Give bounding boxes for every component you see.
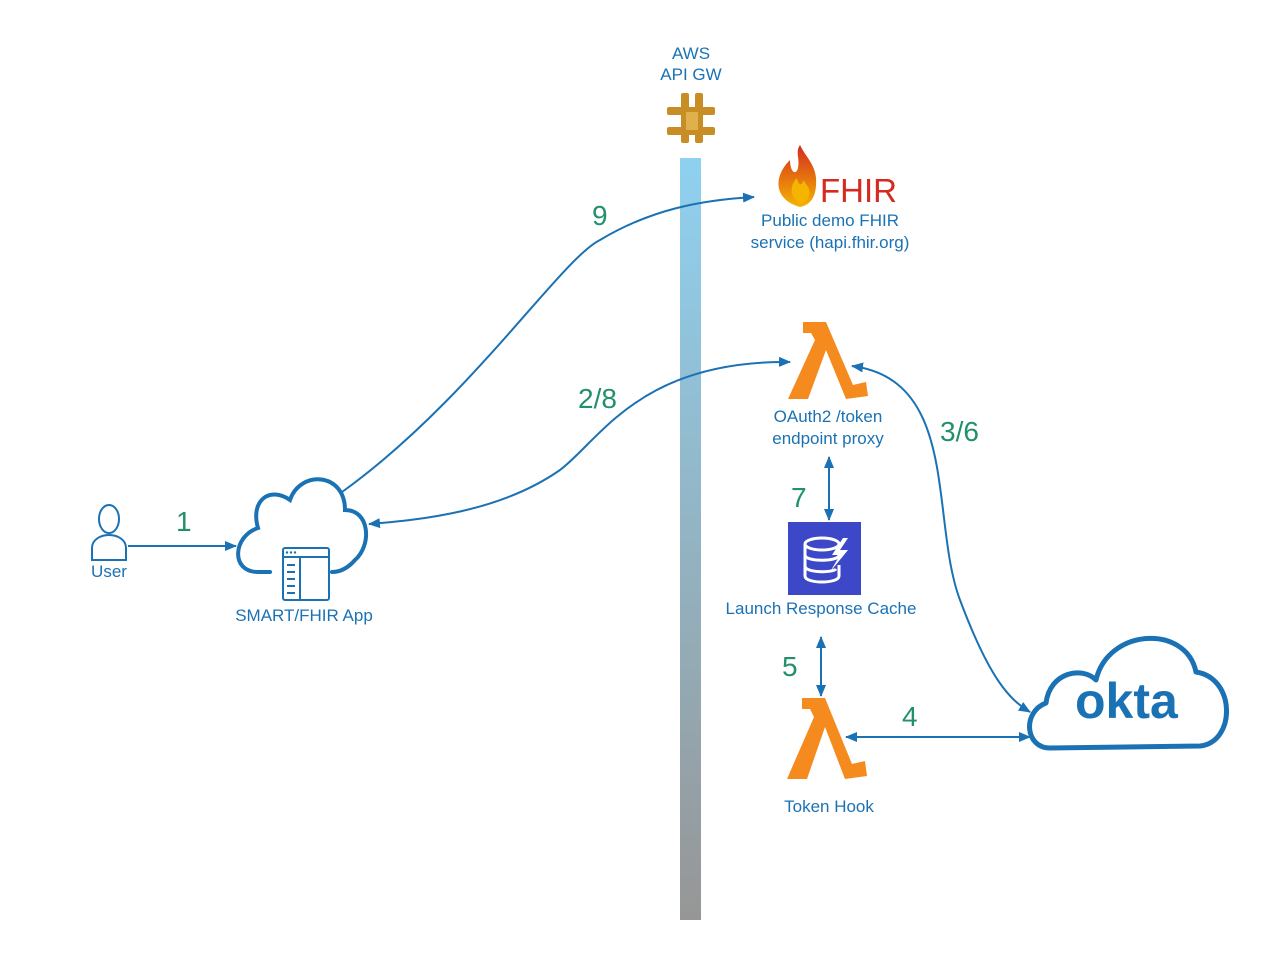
- user-icon: [91, 504, 127, 561]
- oauth2-proxy-lambda-icon: [788, 322, 868, 399]
- okta-cloud-icon: [1027, 636, 1229, 751]
- api-gateway-bar: [680, 158, 701, 920]
- fhir-service-label-line2: service (hapi.fhir.org): [750, 233, 910, 252]
- dynamodb-icon: [788, 522, 861, 595]
- step-3-6: 3/6: [940, 416, 979, 447]
- app-label: SMART/FHIR App: [235, 606, 373, 625]
- arrow-app-proxy: [368, 356, 791, 529]
- step-1: 1: [176, 506, 192, 537]
- app-window-icon: [282, 547, 330, 601]
- fhir-flame-icon: [778, 145, 817, 207]
- okta-logo-text: okta: [1075, 673, 1178, 729]
- arrow-proxy-okta: [851, 362, 1031, 713]
- api-gateway-icon: [667, 93, 715, 143]
- token-hook-label: Token Hook: [784, 797, 874, 816]
- token-proxy-label-line1: OAuth2 /token: [773, 407, 883, 426]
- step-2-8: 2/8: [578, 383, 617, 414]
- token-hook-lambda-icon: [787, 698, 867, 779]
- fhir-service-label-line1: Public demo FHIR: [761, 211, 899, 230]
- step-7: 7: [791, 482, 807, 513]
- cache-label: Launch Response Cache: [725, 599, 917, 618]
- user-label: User: [91, 562, 127, 581]
- step-4: 4: [902, 701, 918, 732]
- gateway-label-line1: AWS: [671, 44, 711, 63]
- step-5: 5: [782, 651, 798, 682]
- gateway-label-line2: API GW: [660, 65, 722, 84]
- connections: [128, 192, 1031, 742]
- fhir-logo-text: FHIR: [820, 172, 897, 209]
- step-9: 9: [592, 200, 608, 231]
- app-cloud-icon: [236, 477, 369, 574]
- token-proxy-label-line2: endpoint proxy: [772, 429, 884, 448]
